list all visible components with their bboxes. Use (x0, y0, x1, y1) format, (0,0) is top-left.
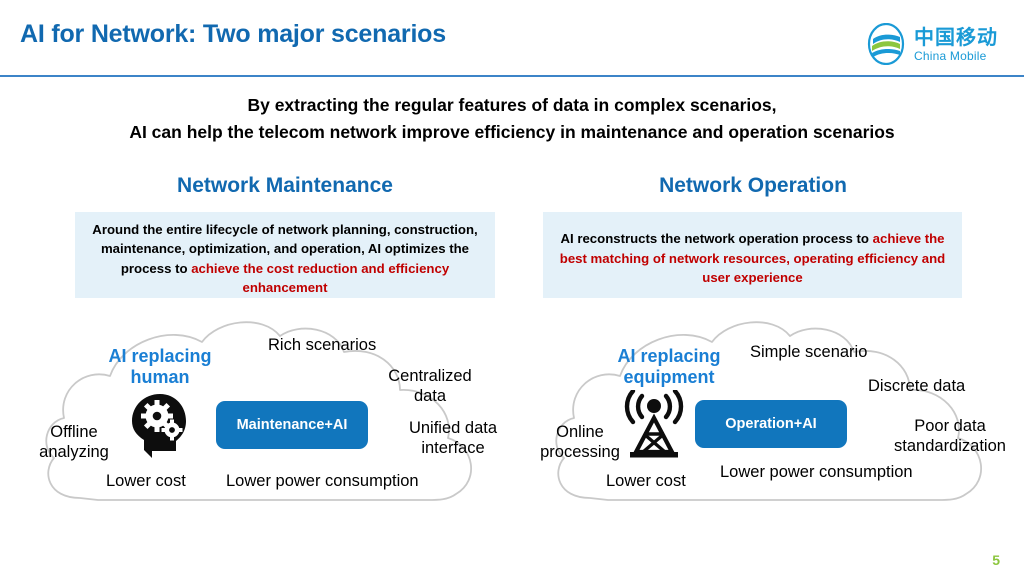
cloud-diagram-operation: AI replacing equipment Operation+AI Simp… (528, 318, 1024, 518)
cloud-label-unified-data-interface: Unified data interface (408, 419, 498, 457)
description-box-maintenance: Around the entire lifecycle of network p… (75, 212, 495, 298)
subtitle-block: By extracting the regular features of da… (0, 92, 1024, 146)
pill-maintenance-ai[interactable]: Maintenance+AI (216, 401, 368, 449)
page-title: AI for Network: Two major scenarios (20, 20, 446, 48)
cloud-label-lower-cost: Lower cost (106, 472, 186, 490)
cloud-label-rich-scenarios: Rich scenarios (268, 336, 377, 354)
cloud-title-operation: AI replacing equipment (617, 346, 721, 387)
radio-tower-icon (620, 388, 688, 465)
section-heading-operation: Network Operation (659, 174, 847, 197)
header-divider (0, 75, 1024, 77)
cloud-label-discrete-data: Discrete data (868, 377, 966, 395)
logo-text-block: 中国移动 China Mobile (914, 27, 998, 62)
description-normal-text-maintenance: Around the entire lifecycle of network p… (92, 221, 478, 276)
subtitle-line-2: AI can help the telecom network improve … (129, 122, 895, 142)
description-highlight-text-operation: achieve the best matching of network res… (559, 231, 946, 286)
cloud-label-offline-analyzing: Offline analyzing (39, 423, 109, 461)
cloud-label-lower-power-consumption: Lower power consumption (720, 463, 913, 481)
china-mobile-logo-icon (865, 22, 907, 66)
cloud-label-poor-data-standardization: Poor data standardization (894, 417, 1006, 455)
section-heading-maintenance: Network Maintenance (177, 174, 393, 197)
cloud-label-centralized-data: Centralized data (388, 367, 472, 405)
logo-english-name: China Mobile (914, 48, 987, 63)
cloud-title-maintenance: AI replacing human (108, 346, 212, 387)
slide-header: AI for Network: Two major scenarios 中国移动… (0, 0, 1024, 77)
cloud-label-lower-cost: Lower cost (606, 472, 686, 490)
head-with-gears-icon (124, 388, 196, 465)
description-normal-text-operation: AI reconstructs the network operation pr… (560, 231, 873, 247)
cloud-label-simple-scenario: Simple scenario (750, 343, 868, 361)
pill-operation-ai[interactable]: Operation+AI (695, 400, 847, 448)
page-number: 5 (992, 552, 1000, 568)
description-highlight-text-maintenance: achieve the cost reduction and efficienc… (191, 260, 450, 296)
subtitle-line-1: By extracting the regular features of da… (247, 95, 777, 115)
description-box-operation: AI reconstructs the network operation pr… (543, 212, 962, 298)
cloud-label-online-processing: Online processing (540, 423, 620, 461)
logo-chinese-name: 中国移动 (914, 24, 998, 49)
cloud-diagram-maintenance: AI replacing human Maintenance+AI Rich s… (18, 318, 518, 518)
cloud-label-lower-power-consumption: Lower power consumption (226, 472, 419, 490)
china-mobile-logo: 中国移动 China Mobile (865, 22, 998, 66)
